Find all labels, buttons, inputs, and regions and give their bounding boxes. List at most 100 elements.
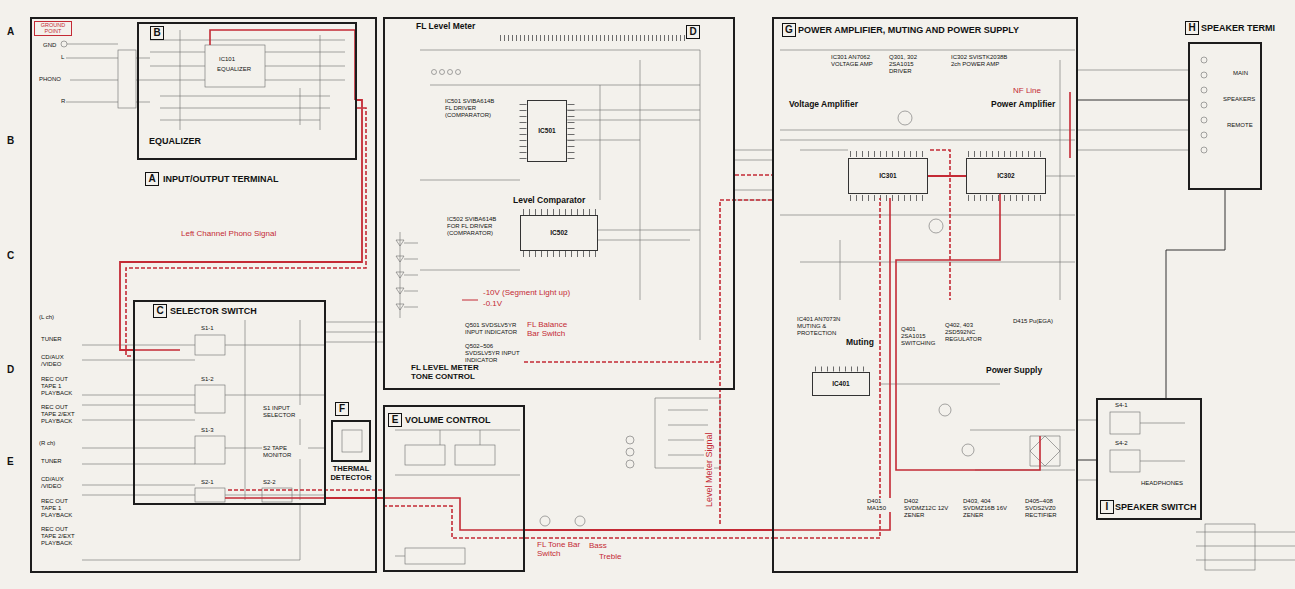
- ic-box: IC501: [527, 100, 567, 162]
- signal-path-dashed: [228, 489, 383, 491]
- section-box: BEQUALIZER: [137, 22, 357, 160]
- connector-pin: [432, 70, 437, 75]
- signal-note: Treble: [598, 552, 622, 561]
- part-label: Q401 2SA1015 SWITCHING: [900, 326, 942, 347]
- volume-symbol: [405, 548, 465, 564]
- node-label: IC501: [537, 127, 556, 134]
- grid-letter: B: [6, 135, 15, 147]
- part-label: REMOTE: [1226, 122, 1254, 129]
- node-label: FL LEVEL METER TONE CONTROL: [411, 363, 493, 381]
- part-label: IC101: [218, 56, 236, 63]
- node-label: FL Level Meter: [416, 22, 475, 32]
- part-label: SPEAKERS: [1222, 96, 1256, 103]
- signal-note: FL Tone Bar Switch: [536, 540, 586, 558]
- signal-wire: [928, 175, 966, 177]
- signal-path-dashed: [774, 150, 950, 538]
- part-label: GROUND POINT: [34, 21, 72, 36]
- part-label: Q501 SVDSLV5YR INPUT INDICATOR: [464, 322, 522, 336]
- section-letter: G: [782, 23, 796, 37]
- node-label: EQUALIZER: [149, 136, 201, 146]
- signal-note: Left Channel Phono Signal: [180, 229, 277, 238]
- part-label: MAIN: [1232, 70, 1249, 77]
- part-label: IC501 SVIBA614B FL DRIVER (COMPARATOR): [444, 98, 498, 119]
- block-heading: Muting: [845, 338, 875, 348]
- transistor-symbol: [898, 111, 912, 125]
- meter-connector: [500, 35, 685, 41]
- block-heading: Power Supply: [985, 366, 1043, 376]
- connector-pin: [440, 70, 445, 75]
- switch-contact: [626, 460, 634, 468]
- section-box: HSPEAKER TERMI: [1188, 42, 1262, 190]
- speaker-terminal: [1201, 102, 1207, 108]
- switch-symbol: [1110, 412, 1140, 434]
- part-label: R: [60, 98, 66, 105]
- node-label: SPEAKER SWITCH: [1115, 502, 1197, 512]
- signal-wire: [525, 529, 772, 531]
- block-heading: Voltage Amplifier: [788, 100, 859, 110]
- ic-box: IC302: [966, 158, 1046, 194]
- switch-symbol: [1110, 450, 1140, 472]
- section-box: CSELECTOR SWITCH: [133, 300, 326, 505]
- part-label: CD/AUX /VIDEO: [40, 354, 82, 368]
- grid-letter: C: [6, 250, 15, 262]
- signal-path: [133, 350, 324, 498]
- ic-symbol: [205, 45, 265, 87]
- part-label: (L ch): [38, 314, 55, 321]
- ground-terminal: [61, 41, 67, 47]
- part-label: HEADPHONES: [1140, 480, 1184, 487]
- switch-symbol: [195, 436, 225, 464]
- section-letter: C: [153, 304, 167, 318]
- part-label: S2-1: [200, 479, 215, 486]
- wire: [420, 50, 772, 340]
- part-label: TUNER: [40, 336, 63, 343]
- ic-box: IC502: [520, 215, 598, 251]
- part-label: S2 TAPE MONITOR: [262, 445, 308, 459]
- node-label: IC301: [878, 172, 897, 179]
- ic-pins: [968, 151, 1044, 157]
- jack-block: [118, 50, 136, 108]
- ic-pins: [520, 104, 527, 160]
- part-label: PHONO: [38, 76, 62, 83]
- section-box: FTHERMAL DETECTOR: [331, 420, 371, 462]
- transistor-symbol: [929, 219, 943, 233]
- part-label: Q502~506 SVDSLV5YR INPUT INDICATOR: [464, 343, 522, 364]
- part-label: IC502 SVIBA614B FOR FL DRIVER (COMPARATO…: [446, 216, 502, 237]
- wire: [1140, 423, 1295, 560]
- switch-contact: [626, 448, 634, 456]
- part-label: L: [60, 54, 65, 61]
- power-connector: [1205, 524, 1255, 570]
- node-label: POWER AMPLIFIER, MUTING AND POWER SUPPLY: [798, 25, 1019, 35]
- section-letter: I: [1100, 500, 1114, 514]
- wire: [395, 430, 520, 556]
- transistor-symbol: [962, 444, 974, 456]
- led-ladder: [396, 232, 418, 318]
- node-label: INPUT/OUTPUT TERMINAL: [163, 174, 279, 184]
- switch-symbol: [195, 488, 225, 502]
- section-box: ISPEAKER SWITCH: [1096, 398, 1202, 520]
- signal-wire: [326, 497, 383, 499]
- part-label: S1-2: [200, 376, 215, 383]
- part-label: IC302 SVISTK2038B 2ch POWER AMP: [950, 54, 1014, 68]
- node-label: VOLUME CONTROL: [405, 415, 491, 425]
- part-label: Q301, 302 2SA1015 DRIVER: [888, 54, 932, 75]
- signal-wire: [1078, 100, 1188, 101]
- tone-knob: [575, 516, 585, 526]
- part-label: GND: [42, 42, 57, 49]
- part-label: D401 MA150: [866, 498, 900, 512]
- section-box: BEQUALIZER CSELECTOR SWITCHFTHERMAL DETEC…: [30, 17, 377, 573]
- node-label: IC302: [996, 172, 1015, 179]
- section-letter: D: [686, 25, 700, 39]
- part-label: (R ch): [38, 440, 56, 447]
- signal-path: [774, 92, 1070, 530]
- part-label: Q402, 403 2SD592NC REGULATOR: [944, 322, 992, 343]
- connector-pin: [448, 70, 453, 75]
- grid-letter: A: [6, 26, 15, 38]
- ic-box: IC301: [848, 158, 928, 194]
- wiring: [61, 30, 1295, 570]
- part-label: S2-2: [262, 479, 277, 486]
- wire: [780, 50, 1188, 480]
- signal-wire: [735, 174, 772, 176]
- part-label: EQUALIZER: [216, 66, 252, 73]
- signal-path-dashed: [500, 200, 772, 525]
